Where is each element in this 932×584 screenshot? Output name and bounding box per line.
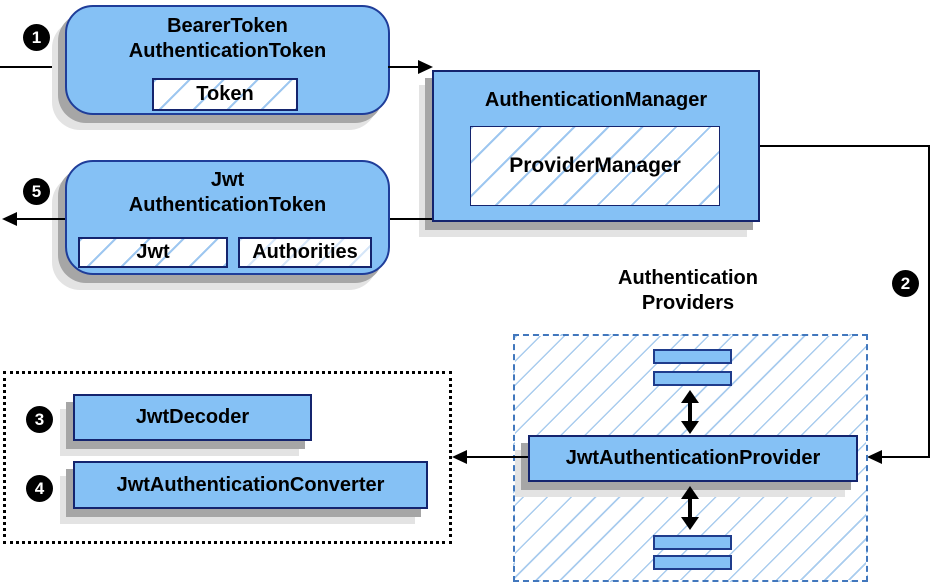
jwt-authentication-converter-node: JwtAuthenticationConverter — [73, 461, 428, 509]
flow-outgoing-head — [2, 212, 17, 226]
generic-provider-bar-3 — [653, 535, 732, 550]
jwt-token-title-line1: Jwt — [210, 169, 245, 191]
step-marker-1: 1 — [23, 24, 50, 51]
arrow-bearer-to-manager-head — [418, 60, 433, 74]
jwt-authentication-provider-node: JwtAuthenticationProvider — [528, 435, 858, 482]
jwt-token-title: Jwt AuthenticationToken — [67, 162, 388, 218]
providers-label: Authentication Providers — [558, 266, 818, 316]
step-marker-3: 3 — [26, 406, 53, 433]
generic-provider-bar-4 — [653, 555, 732, 570]
decoder-group-box — [3, 371, 452, 544]
providers-label-line1: Authentication — [618, 267, 758, 289]
generic-provider-bar-2 — [653, 371, 732, 386]
arrow-provider-to-decoder-line — [466, 456, 528, 458]
generic-provider-bar-1 — [653, 349, 732, 364]
double-arrow-top — [677, 390, 703, 434]
arrow-down-icon — [681, 517, 699, 530]
step-marker-4: 4 — [26, 475, 53, 502]
flow-line-outgoing — [16, 218, 65, 220]
flow-step2-vertical — [928, 145, 930, 458]
connector-manager-to-jwt-line — [388, 218, 432, 220]
bearer-token-title-line2: AuthenticationToken — [128, 40, 327, 62]
arrow-up-icon — [681, 390, 699, 403]
arrow-down-icon — [681, 421, 699, 434]
step-marker-2: 2 — [892, 270, 919, 297]
arrow-provider-to-decoder-head — [452, 450, 467, 464]
flow-step2-horizontal-bottom — [882, 456, 930, 458]
providers-label-line2: Providers — [641, 292, 735, 314]
jwt-token-title-line2: AuthenticationToken — [128, 194, 327, 216]
bearer-token-title-line1: BearerToken — [167, 15, 288, 37]
authorities-chip: Authorities — [238, 237, 372, 268]
authentication-manager-node: AuthenticationManager ProviderManager — [432, 70, 760, 222]
authentication-manager-title: AuthenticationManager — [484, 89, 708, 111]
step-marker-5: 5 — [23, 178, 50, 205]
double-arrow-bottom — [677, 486, 703, 530]
bearer-token-node: BearerToken AuthenticationToken Token — [65, 5, 390, 115]
arrow-bearer-to-manager-line — [388, 66, 420, 68]
jwt-chip: Jwt — [78, 237, 228, 268]
jwt-decoder-node: JwtDecoder — [73, 394, 312, 441]
flow-step2-head — [867, 450, 882, 464]
arrow-up-icon — [681, 486, 699, 499]
token-chip: Token — [152, 78, 298, 111]
flow-line-incoming — [0, 66, 65, 68]
flow-step2-horizontal-top — [760, 145, 930, 147]
provider-manager-chip: ProviderManager — [470, 126, 720, 206]
bearer-token-title: BearerToken AuthenticationToken — [67, 7, 388, 64]
jwt-token-node: Jwt AuthenticationToken Jwt Authorities — [65, 160, 390, 275]
